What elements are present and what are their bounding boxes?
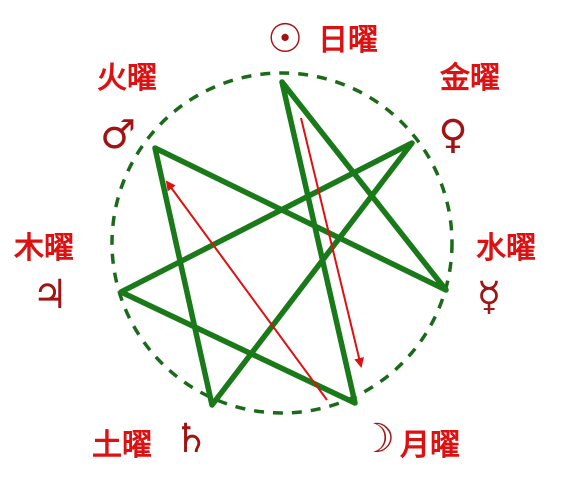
label-friday: 金曜 <box>439 61 500 96</box>
moon-icon: ☽ <box>359 416 395 462</box>
label-saturday: 土曜 <box>92 428 152 463</box>
dashed-orbit-circle <box>110 71 454 415</box>
venus-icon: ♀ <box>438 112 467 158</box>
mars-icon: ♂ <box>100 112 136 158</box>
heptagram-star <box>118 79 449 408</box>
label-thursday: 木曜 <box>13 231 74 266</box>
label-tuesday: 火曜 <box>97 61 157 96</box>
label-sunday: 日曜 <box>318 23 378 58</box>
arrow-sun-to-moon <box>300 117 364 368</box>
sun-icon: ☉ <box>267 16 303 62</box>
arrow-moon-to-mars <box>165 180 328 401</box>
saturn-icon: ♄ <box>173 416 209 462</box>
label-wednesday: 水曜 <box>476 231 536 266</box>
label-monday: 月曜 <box>400 428 460 463</box>
mercury-icon: ☿ <box>477 274 502 320</box>
jupiter-icon: ♃ <box>32 272 68 318</box>
